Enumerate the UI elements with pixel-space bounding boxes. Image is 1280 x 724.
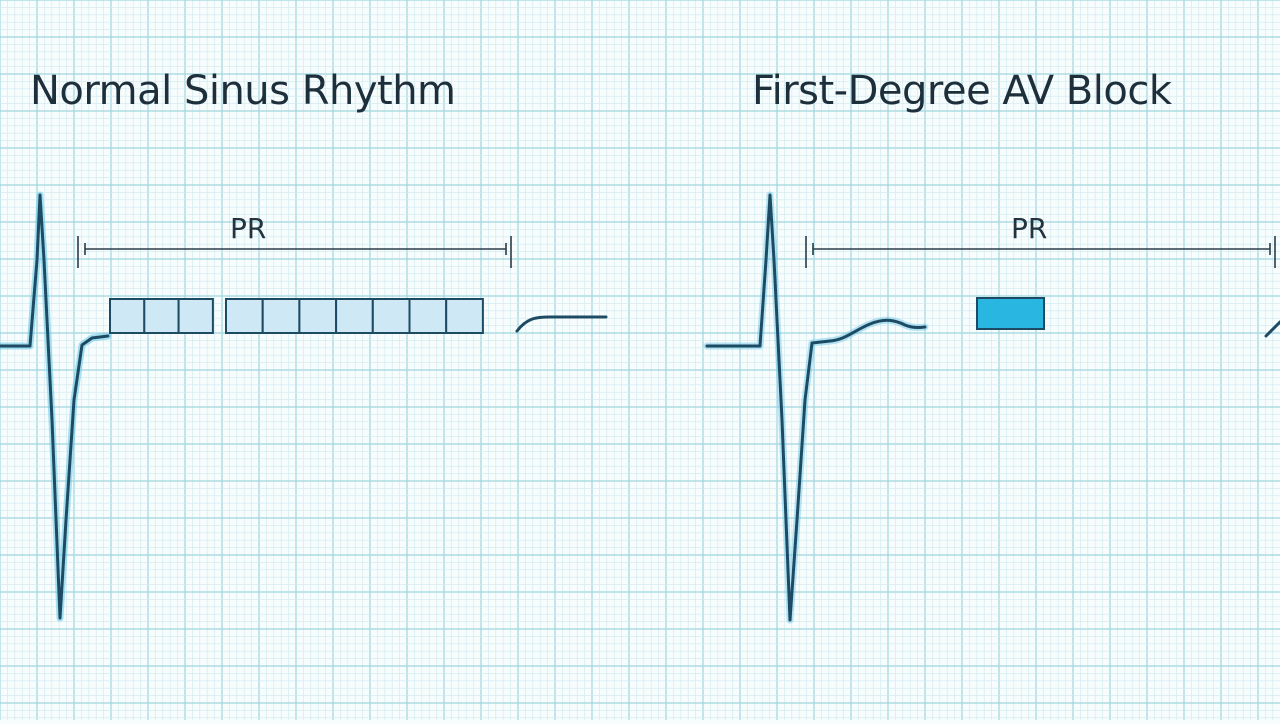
- ecg-trace-right-tail: [1264, 320, 1280, 338]
- pr-segment-box: [976, 297, 1045, 330]
- pr-segment-box: [109, 298, 146, 334]
- panel-title-left: Normal Sinus Rhythm: [30, 68, 456, 114]
- pr-interval-bracket-left: [77, 236, 512, 268]
- ecg-trace-right: [705, 193, 927, 622]
- pr-segment-box: [143, 298, 180, 334]
- pr-segment-box: [177, 298, 214, 334]
- pr-segment-boxes-left: [109, 298, 484, 334]
- panel-normal-sinus-rhythm: [0, 191, 608, 622]
- pr-segment-box: [261, 298, 301, 334]
- pr-segment-box: [371, 298, 411, 334]
- ecg-trace-left-tail: [515, 315, 608, 333]
- pr-segment-box: [335, 298, 374, 334]
- pr-segment-boxes-right: [976, 297, 1045, 330]
- pr-segment-box: [225, 298, 264, 334]
- pr-segment-box: [408, 298, 448, 334]
- pr-segment-box: [298, 298, 338, 334]
- ecg-trace-left: [0, 193, 110, 620]
- panel-first-degree-av-block: [703, 191, 1280, 624]
- pr-interval-bracket-right: [805, 236, 1276, 268]
- pr-segment-box: [445, 298, 484, 334]
- pr-label-right: PR: [1011, 212, 1048, 245]
- panel-title-right: First-Degree AV Block: [752, 68, 1172, 114]
- pr-label-left: PR: [230, 212, 267, 245]
